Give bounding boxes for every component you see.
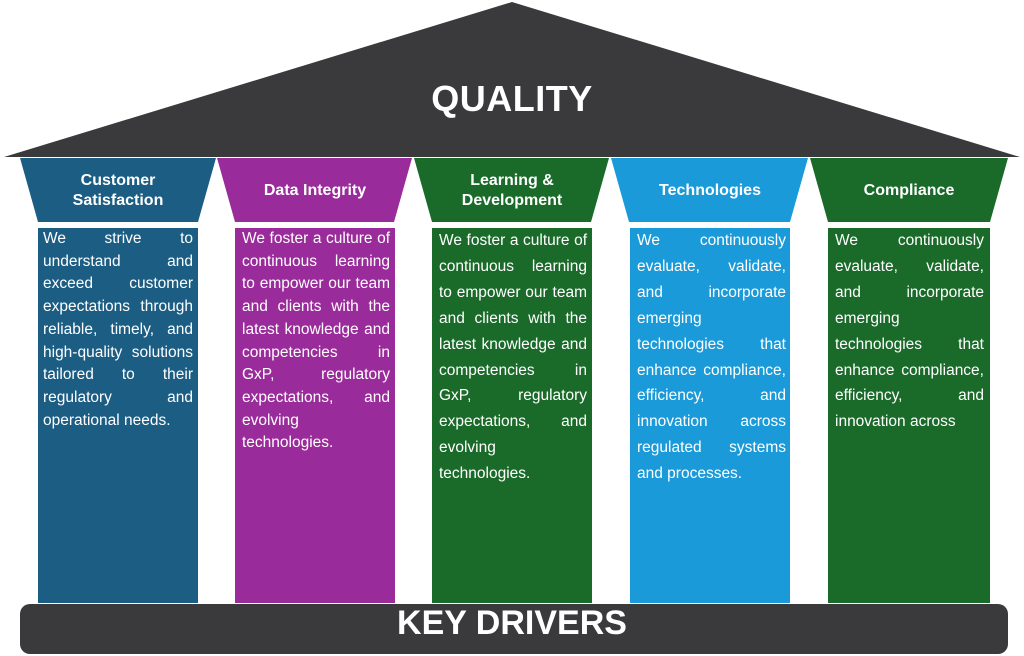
pillar-title-learning-development: Learning & Development [461, 172, 563, 209]
pillar-text-compliance: We continuously evaluate, validate, and … [835, 232, 984, 431]
pillar-shaft-customer-satisfaction [38, 228, 198, 603]
base-title: KEY DRIVERS [397, 604, 627, 642]
pillar-cap-data-integrity [217, 158, 412, 222]
pillar-cap-learning-development [414, 158, 609, 222]
pillar-cap-customer-satisfaction [20, 158, 216, 222]
pillar-text-technologies: We continuously evaluate, validate, and … [637, 232, 786, 483]
pillar-cap-technologies [611, 158, 808, 222]
pillar-cap-compliance [810, 158, 1008, 222]
roof-title: QUALITY [431, 78, 593, 119]
pillar-shaft-learning-development [432, 228, 592, 603]
roof-shape [4, 2, 1020, 157]
pillar-shaft-compliance [828, 228, 990, 603]
pillar-shaft-technologies [630, 228, 790, 603]
pillar-title-customer-satisfaction: Customer Satisfaction [72, 172, 164, 209]
pillar-title-technologies: Technologies [659, 182, 761, 199]
pillar-title-compliance: Compliance [863, 182, 955, 199]
pillar-title-data-integrity: Data Integrity [263, 182, 367, 199]
pillar-text-customer-satisfaction: We strive to understand and exceed custo… [43, 230, 193, 429]
base-shape [20, 604, 1008, 654]
pillar-text-data-integrity: We foster a culture of continuous learni… [242, 230, 390, 452]
pillar-text-learning-development: We foster a culture of continuous learni… [439, 232, 587, 483]
pillar-shaft-data-integrity [235, 228, 395, 603]
